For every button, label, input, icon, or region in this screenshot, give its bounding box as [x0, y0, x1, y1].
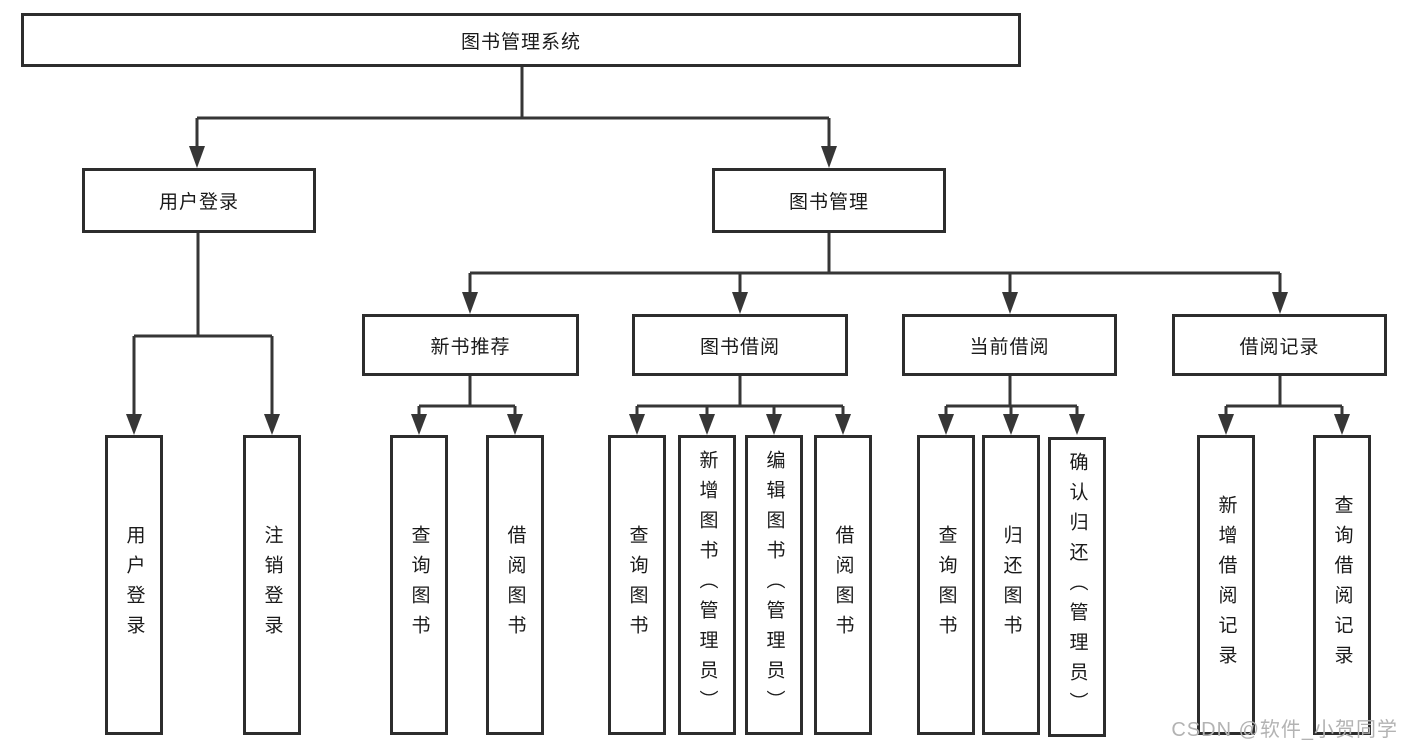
node-borrowing-records-label: 借阅记录 — [1239, 336, 1320, 358]
leaf-add-book-admin: 新增图书（管理员） — [678, 435, 736, 735]
node-root-system-label: 图书管理系统 — [460, 31, 581, 53]
leaf-query-borrow-record-label: 查询借阅记录 — [1331, 495, 1353, 675]
leaf-logout-label: 注销登录 — [261, 525, 283, 645]
leaf-borrow-books-recommend-label: 借阅图书 — [504, 525, 526, 645]
leaf-return-book: 归还图书 — [982, 435, 1040, 735]
node-current-borrowing: 当前借阅 — [902, 314, 1117, 376]
leaf-query-books-recommend-label: 查询图书 — [408, 525, 430, 645]
node-new-book-recommend: 新书推荐 — [362, 314, 579, 376]
node-book-borrowing-label: 图书借阅 — [699, 336, 780, 358]
leaf-user-login: 用户登录 — [105, 435, 163, 735]
leaf-query-borrow-record: 查询借阅记录 — [1313, 435, 1371, 735]
leaf-query-books-recommend: 查询图书 — [390, 435, 448, 735]
leaf-query-books-current-label: 查询图书 — [935, 525, 957, 645]
csdn-watermark: CSDN @软件_小贺同学 — [1171, 719, 1398, 741]
leaf-borrow-books: 借阅图书 — [814, 435, 872, 735]
leaf-query-books-current: 查询图书 — [917, 435, 975, 735]
leaf-edit-book-admin: 编辑图书（管理员） — [745, 435, 803, 735]
leaf-return-book-label: 归还图书 — [1000, 525, 1022, 645]
leaf-query-books-borrowing: 查询图书 — [608, 435, 666, 735]
node-user-login: 用户登录 — [82, 168, 316, 233]
leaf-add-borrow-record-label: 新增借阅记录 — [1215, 495, 1237, 675]
leaf-edit-book-admin-label: 编辑图书（管理员） — [763, 450, 785, 720]
leaf-user-login-label: 用户登录 — [123, 525, 145, 645]
leaf-logout: 注销登录 — [243, 435, 301, 735]
leaf-confirm-return-admin: 确认归还（管理员） — [1048, 437, 1106, 737]
node-user-login-label: 用户登录 — [158, 192, 239, 213]
node-new-book-recommend-label: 新书推荐 — [430, 336, 511, 358]
leaf-confirm-return-admin-label: 确认归还（管理员） — [1066, 452, 1088, 722]
leaf-add-book-admin-label: 新增图书（管理员） — [696, 450, 718, 720]
node-root-system: 图书管理系统 — [21, 13, 1021, 67]
leaf-borrow-books-label: 借阅图书 — [832, 525, 854, 645]
node-book-management-label: 图书管理 — [788, 192, 869, 213]
node-book-management: 图书管理 — [712, 168, 946, 233]
node-borrowing-records: 借阅记录 — [1172, 314, 1387, 376]
leaf-borrow-books-recommend: 借阅图书 — [486, 435, 544, 735]
leaf-query-books-borrowing-label: 查询图书 — [626, 525, 648, 645]
node-current-borrowing-label: 当前借阅 — [969, 336, 1050, 358]
leaf-add-borrow-record: 新增借阅记录 — [1197, 435, 1255, 735]
node-book-borrowing: 图书借阅 — [632, 314, 848, 376]
